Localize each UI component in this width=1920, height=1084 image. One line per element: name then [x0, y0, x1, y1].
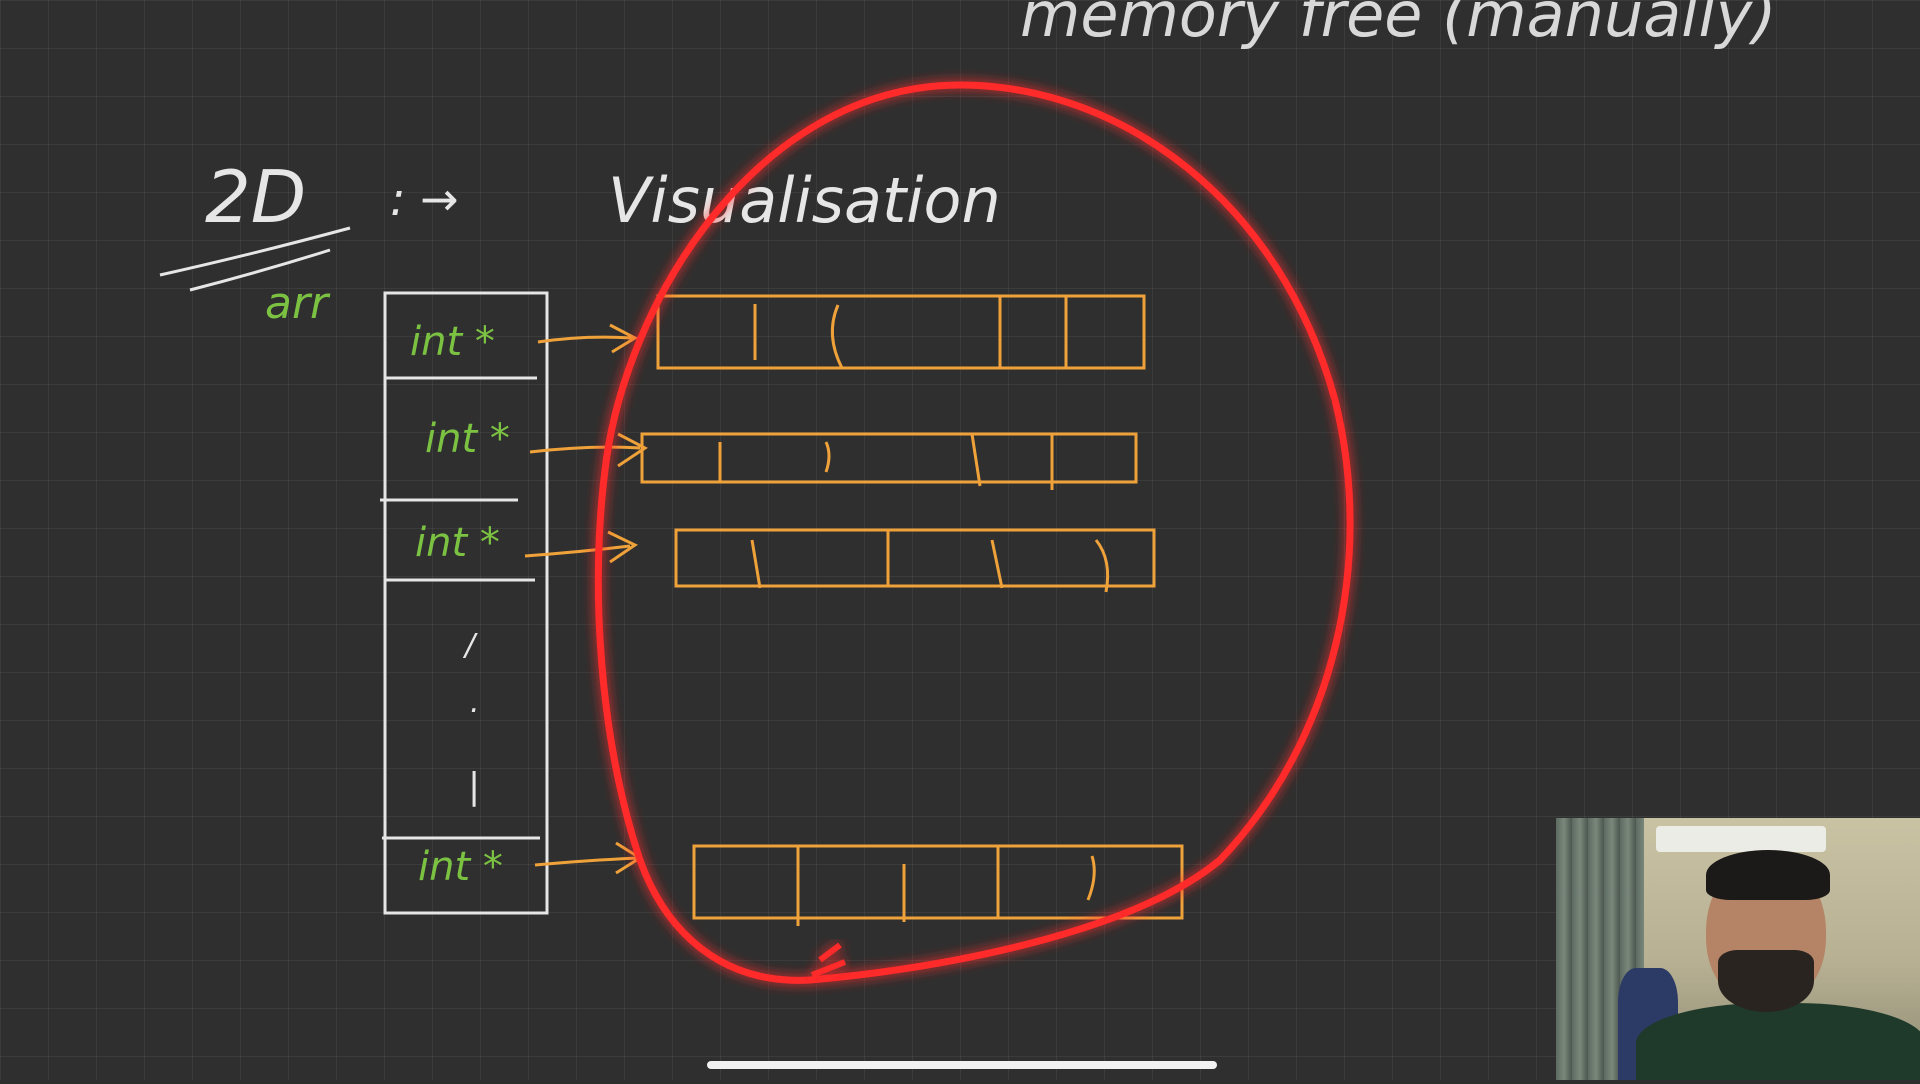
presenter-beard	[1718, 950, 1814, 1012]
header-note-text: memory free (manually)	[1020, 0, 1777, 51]
gap-mark: |	[468, 766, 480, 807]
title-underline-1	[159, 226, 351, 277]
arrow-row-3	[524, 530, 638, 564]
allocated-rows	[640, 294, 1184, 926]
presenter-shirt	[1636, 1003, 1920, 1080]
arrow-row-4	[534, 841, 643, 875]
title-2d-text: 2D	[205, 155, 306, 239]
highlight-stroke-end	[810, 942, 847, 978]
pointer-cell-label: int *	[410, 319, 495, 365]
highlight-circle	[594, 81, 1354, 984]
pointer-arrows	[524, 323, 648, 875]
arrow-row-1	[537, 323, 639, 354]
gap-mark: .	[470, 685, 480, 720]
webcam-air-conditioner	[1656, 826, 1826, 852]
title-underline-2	[189, 248, 331, 292]
presenter-hair	[1706, 850, 1830, 900]
gap-mark: /	[462, 628, 478, 663]
arr-label: arr	[265, 278, 331, 329]
pointer-array-border	[383, 291, 549, 915]
row-array-4	[692, 844, 1184, 926]
row-array-2	[640, 432, 1138, 490]
home-indicator-bar[interactable]	[707, 1061, 1217, 1069]
pointer-cell-label: int *	[415, 520, 500, 566]
pointer-cell-label: int *	[425, 416, 510, 462]
arrow-row-2	[529, 432, 648, 468]
row-array-3	[674, 528, 1156, 593]
presenter-webcam	[1556, 818, 1920, 1080]
pointer-array: int * int * int * int * / . |	[380, 291, 549, 915]
pointer-cell-label: int *	[418, 844, 503, 890]
title-symbol-text: : →	[390, 172, 459, 226]
row-array-1	[656, 294, 1146, 370]
visualisation-heading: Visualisation	[608, 164, 1001, 237]
